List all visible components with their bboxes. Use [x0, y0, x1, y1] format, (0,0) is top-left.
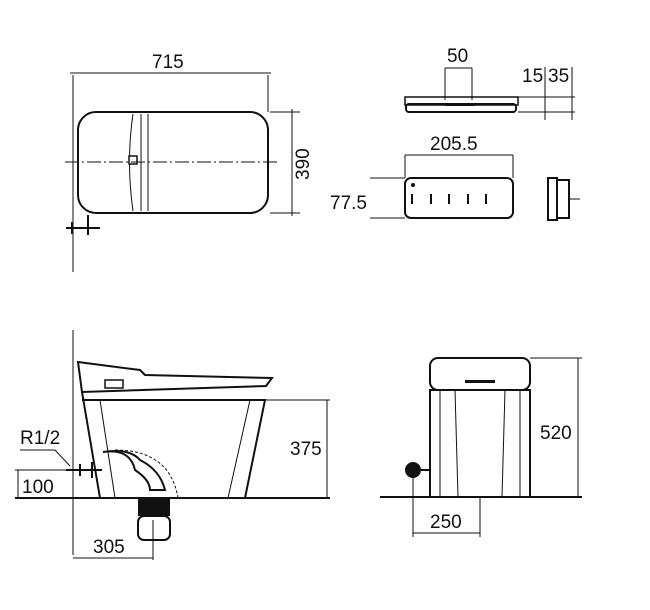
side-view: R1/2 100 375 305 — [15, 330, 330, 560]
dim-remote-spacing: 50 — [447, 46, 468, 67]
dim-top-width: 715 — [152, 52, 184, 73]
front-view: 520 250 — [380, 357, 582, 537]
remote-views: 50 15 35 205.5 77.5 — [330, 46, 580, 221]
dim-remote-thickness-a: 15 — [522, 66, 543, 87]
top-view: 715 390 — [65, 52, 314, 272]
dim-remote-width: 205.5 — [430, 134, 478, 155]
dim-inlet-thread: R1/2 — [20, 428, 60, 449]
dim-total-height: 520 — [540, 423, 572, 444]
dim-top-depth: 390 — [293, 148, 314, 180]
dim-inlet-height: 100 — [22, 477, 54, 498]
dim-outlet-distance: 305 — [93, 537, 125, 558]
dim-remote-height: 77.5 — [330, 193, 367, 214]
dim-remote-thickness-b: 35 — [548, 66, 569, 87]
dim-inlet-offset: 250 — [430, 512, 462, 533]
dim-bowl-height: 375 — [290, 439, 322, 460]
